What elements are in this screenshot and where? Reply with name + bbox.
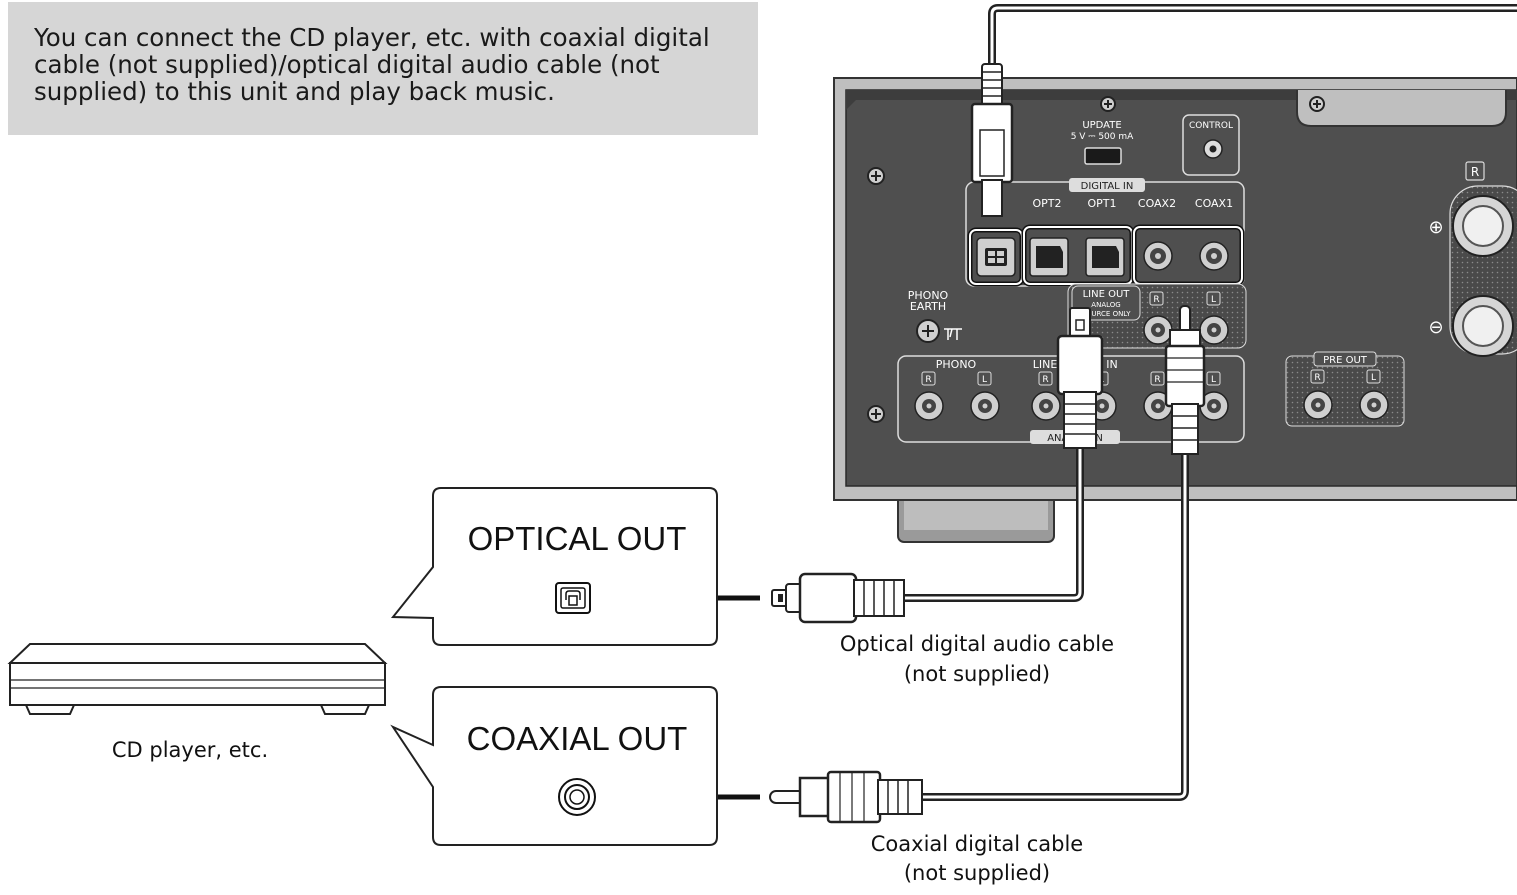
in-label: IN	[1106, 358, 1117, 371]
phono-r-label: R	[925, 375, 931, 385]
ground-icon	[944, 328, 962, 340]
intro-text: You can connect the CD player, etc. with…	[8, 2, 758, 135]
in2-l-label: L	[1211, 375, 1216, 385]
phono-earth-label-1: PHONO	[908, 289, 949, 302]
coax1-label: COAX1	[1195, 197, 1233, 210]
line-out-l-label: L	[1211, 295, 1216, 305]
coaxial-cable-label-1: Coaxial digital cable	[871, 832, 1083, 856]
coaxial-out-label: COAXIAL OUT	[467, 720, 688, 757]
line-out-r-label: R	[1153, 295, 1159, 305]
pre-out-r-label: R	[1314, 373, 1320, 383]
minus-sign: ⊖	[1428, 317, 1443, 338]
optical-out-callout: OPTICAL OUT	[390, 487, 718, 646]
cables	[610, 4, 1517, 824]
phono-l-label: L	[982, 375, 987, 385]
optical-cable-label-1: Optical digital audio cable	[840, 632, 1114, 656]
coaxial-cable-label-2: (not supplied)	[904, 861, 1050, 885]
phono-earth-label-2: EARTH	[910, 300, 946, 313]
cd-player-icon	[7, 643, 388, 715]
line-r-label: R	[1042, 375, 1048, 385]
line-label: LINE	[1033, 358, 1058, 371]
opt2-label: OPT2	[1032, 197, 1061, 210]
speaker-r-label: R	[1471, 165, 1479, 179]
control-label: CONTROL	[1189, 121, 1233, 131]
digital-in-label: DIGITAL IN	[1081, 181, 1134, 192]
optical-out-label: OPTICAL OUT	[468, 520, 687, 557]
update-label: UPDATE	[1082, 120, 1121, 131]
pre-out-label: PRE OUT	[1323, 355, 1368, 366]
update-spec-label: 5 V ⎓ 500 mA	[1071, 132, 1134, 142]
coaxial-out-callout: COAXIAL OUT	[390, 686, 718, 846]
unit-rear-panel: UPDATE 5 V ⎓ 500 mA CONTROL DIGITAL IN O…	[833, 77, 1517, 543]
cd-player-label: CD player, etc.	[112, 738, 268, 762]
opt1-label: OPT1	[1087, 197, 1116, 210]
analog-source-label-1: ANALOG	[1091, 301, 1120, 309]
coax2-label: COAX2	[1138, 197, 1176, 210]
plus-sign: ⊕	[1428, 217, 1443, 238]
optical-cable-label-2: (not supplied)	[904, 662, 1050, 686]
line-out-label: LINE OUT	[1083, 289, 1131, 300]
phono-label: PHONO	[936, 358, 977, 371]
usb-update-port	[1084, 147, 1122, 165]
analog-source-label-2: SOURCE ONLY	[1081, 310, 1131, 318]
pre-out-l-label: L	[1371, 373, 1376, 383]
in2-r-label: R	[1154, 375, 1160, 385]
